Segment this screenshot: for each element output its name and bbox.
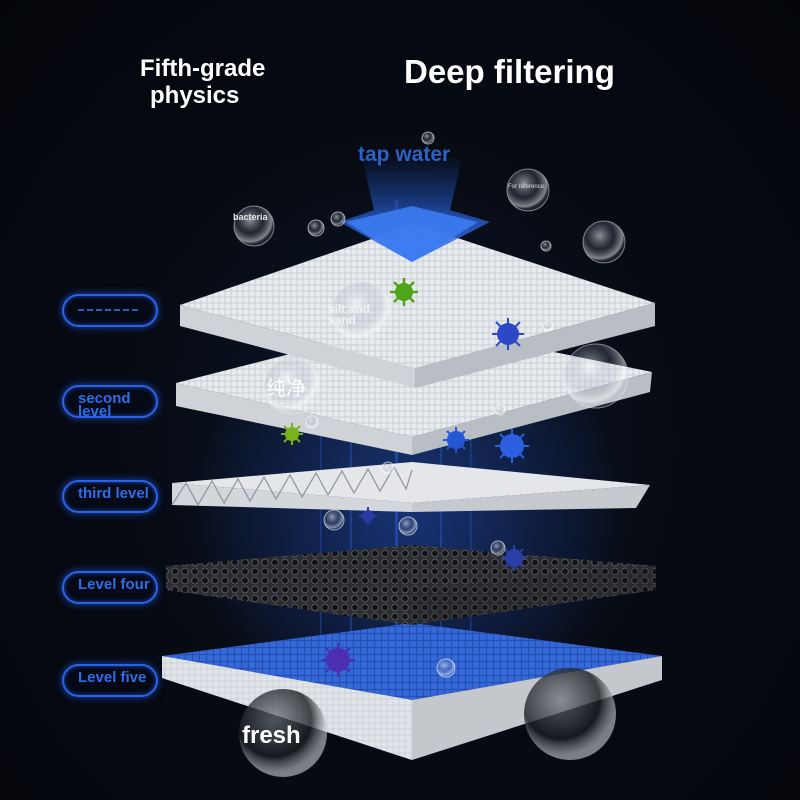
level-four-label: Level four [78,576,150,593]
layer-four-carbon [166,545,656,625]
pure-label: 纯净 [266,378,306,400]
reference-label: For reference. [508,184,546,190]
layer-one-white-mesh [180,224,655,388]
level-two-badge: second level [62,385,158,420]
layer-three-pleated [171,462,650,512]
level-three-badge: third level [62,480,158,513]
bubbles [233,131,629,777]
title-right: Deep filtering [404,53,615,90]
level-one-badge [62,294,158,327]
water-inflow-arrow [340,158,490,262]
level-five-label: Level five [78,669,147,686]
bacteria-label: bacteria [233,212,268,222]
level-four-badge: Level four [62,571,158,604]
level-three-label: third level [78,485,149,502]
tap-water-label: tap water [358,143,451,166]
level-two-label: second level [78,390,131,420]
title-left-line-1: Fifth-grade [140,55,266,82]
title-left-line-2: physics [150,82,240,109]
level-five-badge: Level five [62,664,158,697]
fresh-label: fresh [242,722,301,749]
germs [281,278,529,677]
silt-label: silt and sand [328,302,371,327]
title-left: Fifth-grade physics [140,55,330,109]
level-one-placeholder [78,309,138,311]
